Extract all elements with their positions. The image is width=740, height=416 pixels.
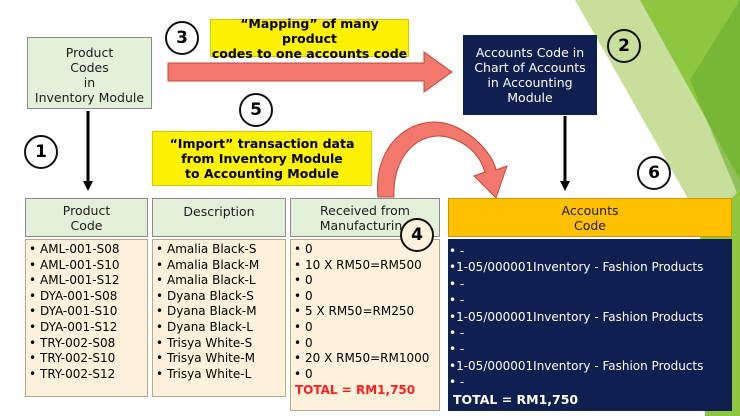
header-line: Accounts (561, 202, 619, 218)
list-item: •1-05/000001Inventory - Fashion Products (449, 260, 704, 275)
header-line: Product (62, 202, 111, 218)
step-number-2: 2 (607, 29, 641, 63)
list-item: 0 (291, 336, 439, 352)
list-item: Amalia Black-L (153, 273, 285, 289)
list-item: 10 X RM50=RM500 (291, 258, 439, 274)
list-item: Amalia Black-M (153, 258, 285, 274)
inventory-box-line: Inventory Module (34, 89, 145, 105)
mapping-note-line: “Mapping” of many product (240, 15, 379, 46)
list-item: DYA-001-S08 (26, 289, 147, 305)
list-item: 0 (291, 242, 439, 258)
received-total: TOTAL = RM1,750 (295, 383, 416, 398)
list-item: • - (449, 375, 465, 390)
list-item: TRY-002-S10 (26, 351, 147, 367)
header-line: Received from (320, 202, 410, 218)
list-item: TRY-002-S08 (26, 336, 147, 352)
list-item: Trisya White-L (153, 367, 285, 383)
import-curved-arrow (377, 121, 508, 199)
step-number-5: 5 (239, 93, 273, 127)
accounts-code-list: • - •1-05/000001Inventory - Fashion Prod… (448, 239, 732, 411)
mapping-note: “Mapping” of many product codes to one a… (210, 15, 409, 61)
list-item: Trisya White-M (153, 351, 285, 367)
list-item: Dyana Black-M (153, 304, 285, 320)
inventory-box-line: Codes (70, 59, 109, 75)
accounts-box-line: Chart of Accounts (474, 60, 586, 75)
product-code-list: AML-001-S08 AML-001-S10 AML-001-S12 DYA-… (25, 239, 148, 397)
list-item: 5 X RM50=RM250 (291, 304, 439, 320)
list-item: AML-001-S08 (26, 242, 147, 258)
header-line: Description (183, 204, 255, 219)
list-item: •1-05/000001Inventory - Fashion Products (449, 358, 704, 373)
import-note: “Import” transaction data from Inventory… (152, 131, 372, 186)
list-item: TRY-002-S12 (26, 367, 147, 383)
accounts-box-line: in Accounting (487, 75, 573, 90)
list-item: Amalia Black-S (153, 242, 285, 258)
list-item: Dyana Black-S (153, 289, 285, 305)
inventory-box-line: in (83, 74, 96, 90)
received-list: 0 10 X RM50=RM500 0 0 5 X RM50=RM250 0 0… (290, 239, 440, 411)
accounts-box-line: Module (507, 90, 553, 105)
list-item: DYA-001-S12 (26, 320, 147, 336)
inventory-module-box: Product Codes in Inventory Module (27, 37, 152, 109)
accounts-total: TOTAL = RM1,750 (453, 391, 579, 407)
list-item: Trisya White-S (153, 336, 285, 352)
list-item: Dyana Black-L (153, 320, 285, 336)
import-note-line: to Accounting Module (185, 166, 339, 181)
header-line: Code (573, 217, 606, 233)
accounts-code-header: Accounts Code (448, 198, 732, 237)
list-item: 0 (291, 367, 439, 383)
list-item: • - (449, 326, 465, 341)
import-note-line: “Import” transaction data (169, 136, 355, 151)
list-item: 0 (291, 273, 439, 289)
list-item: DYA-001-S10 (26, 304, 147, 320)
mapping-note-line: codes to one accounts code (211, 45, 408, 61)
description-header: Description (152, 198, 286, 237)
step-number-3: 3 (165, 21, 199, 55)
description-list: Amalia Black-S Amalia Black-M Amalia Bla… (152, 239, 286, 397)
list-item: • - (449, 342, 465, 357)
header-line: Code (70, 217, 103, 233)
list-item: • - (449, 244, 465, 258)
step-number-1: 1 (24, 135, 58, 169)
list-item: • - (449, 293, 465, 308)
list-item: AML-001-S10 (26, 258, 147, 274)
accounts-module-box: Accounts Code in Chart of Accounts in Ac… (463, 35, 597, 115)
inventory-box-line: Product (65, 44, 114, 60)
accounts-box-line: Accounts Code in (475, 45, 585, 60)
list-item: •1-05/000001Inventory - Fashion Products (449, 309, 704, 324)
step-number-6: 6 (637, 156, 671, 190)
step-number-4: 4 (400, 218, 434, 252)
product-code-header: Product Code (25, 198, 148, 237)
list-item: 0 (291, 289, 439, 305)
list-item: • - (449, 276, 465, 291)
list-item: AML-001-S12 (26, 273, 147, 289)
import-note-line: from Inventory Module (181, 151, 343, 166)
list-item: 20 X RM50=RM1000 (291, 351, 439, 367)
header-line: Manufacturing (319, 217, 411, 233)
list-item: 0 (291, 320, 439, 336)
